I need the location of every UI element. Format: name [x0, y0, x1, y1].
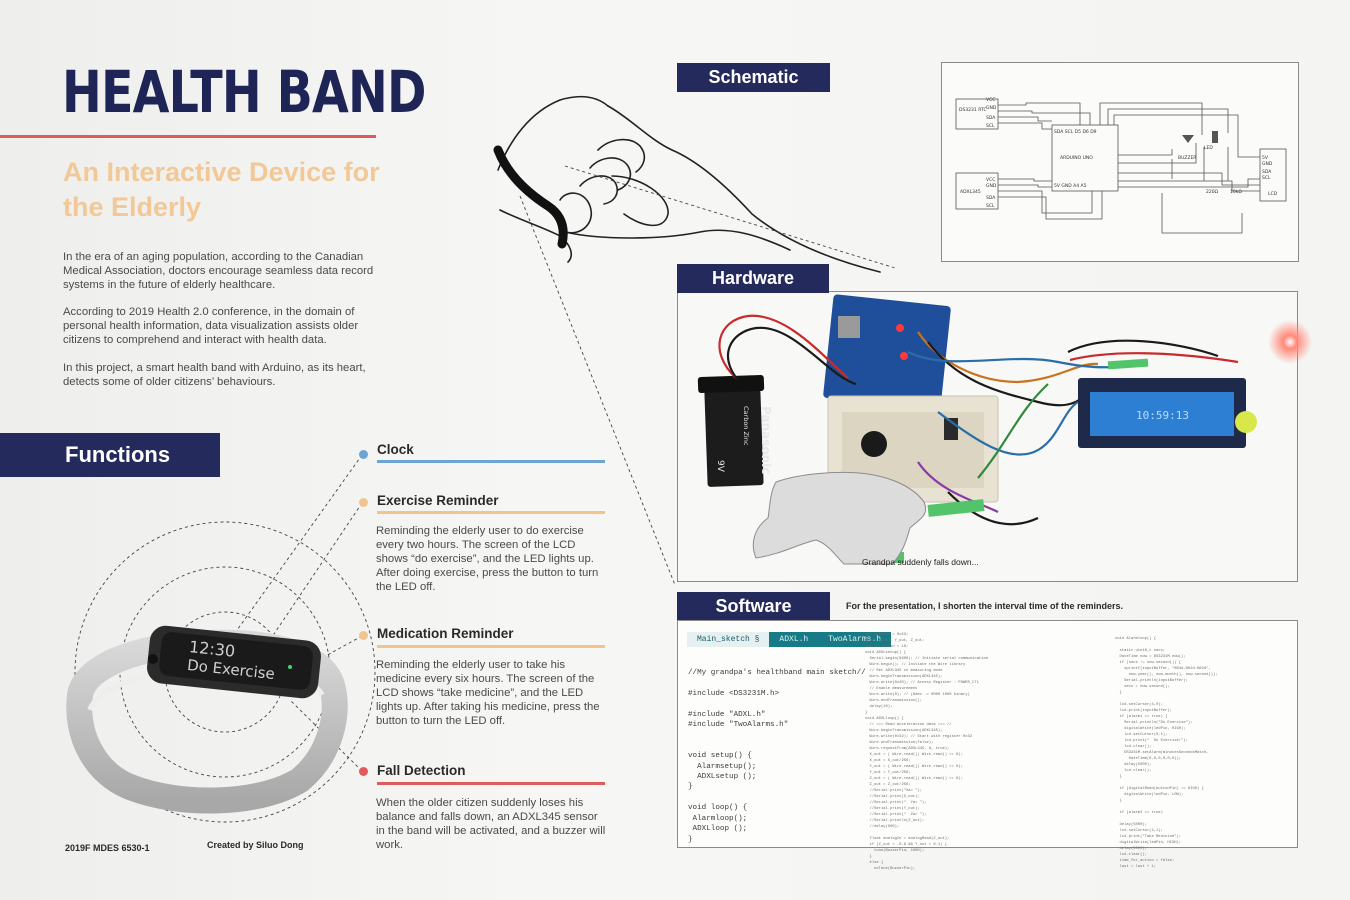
- code-line: void setup() {: [688, 752, 752, 761]
- author-credit: Created by Siluo Dong: [207, 840, 304, 850]
- code-line: }: [688, 783, 693, 792]
- tab-twoalarms[interactable]: TwoAlarms.h: [828, 635, 882, 644]
- code-line: Alarmsetup();: [688, 762, 757, 771]
- code-line: ADXLloop ();: [688, 825, 748, 834]
- code-line: #include <DS3231M.h>: [688, 689, 780, 698]
- intro-paragraph-2: According to 2019 Health 2.0 conference,…: [63, 306, 359, 346]
- hardware-photo: Panasonic Carbon Zinc 9V 10:59:13: [697, 294, 1312, 567]
- alarm-code-column: void Alarmloop() { static uint8_t secs; …: [1115, 637, 1218, 869]
- resistor-220-label: 220Ω: [1206, 189, 1219, 195]
- buzzer-component: [861, 431, 887, 457]
- code-line: Alarmloop();: [688, 814, 748, 823]
- lcd-pin-gnd: GND: [1262, 161, 1273, 167]
- title-divider: [0, 135, 376, 138]
- resistor-10k-label: 10kΩ: [1230, 189, 1242, 195]
- page-subtitle: An Interactive Device for the Elderly: [63, 157, 380, 222]
- lcd-label: LCD: [1268, 191, 1278, 197]
- code-line: #include "ADXL.h": [688, 710, 766, 719]
- arduino-board: [823, 294, 951, 410]
- rtc-label: DS3231 RTC: [959, 107, 987, 113]
- schematic-heading: Schematic: [677, 63, 830, 92]
- arduino-top-pins: SDA SCL D5 D6 D9: [1054, 129, 1097, 135]
- battery-voltage: 9V: [715, 460, 725, 473]
- clock-dot: [359, 450, 368, 459]
- led-light: [1268, 320, 1312, 364]
- clock-rule: [377, 460, 605, 463]
- code-line: //My grandpa's healthband main sketch//: [688, 669, 866, 677]
- rtc-pin-scl: SCL: [986, 123, 995, 129]
- code-tab-bar: Main_sketch § ADXL.h TwoAlarms.h: [687, 632, 892, 647]
- rtc-pin-sda: SDA: [986, 115, 996, 121]
- lcd-pin-sda: SDA: [1262, 169, 1272, 175]
- medication-title: Medication Reminder: [377, 626, 514, 641]
- hardware-heading: Hardware: [677, 264, 829, 293]
- grandpa-cutout: [752, 471, 926, 565]
- code-line: void loop() {: [688, 804, 748, 813]
- accel-pin-sda: SDA: [986, 195, 996, 201]
- accel-pin-gnd: GND: [986, 183, 997, 189]
- rtc-pin-gnd: GND: [986, 105, 997, 111]
- battery-type: Carbon Zinc: [742, 406, 750, 446]
- exercise-dot: [359, 498, 368, 507]
- fall-rule: [377, 782, 605, 785]
- page-title: HEALTH BAND: [62, 58, 426, 126]
- lcd-pin-5v: 5V: [1262, 155, 1269, 161]
- clock-title: Clock: [377, 442, 414, 457]
- schematic-panel: DS3231 RTC ARDUINO UNO SDA SCL D5 D6 D9 …: [941, 62, 1299, 262]
- intro-paragraph-3: In this project, a smart health band wit…: [63, 362, 366, 388]
- accel-label: ADXL345: [960, 189, 981, 195]
- hardware-panel: Panasonic Carbon Zinc 9V 10:59:13: [677, 291, 1312, 582]
- exercise-rule: [377, 511, 605, 514]
- software-heading: Software: [677, 592, 830, 621]
- lcd-time: 10:59:13: [1136, 409, 1189, 422]
- lcd-screen: [1090, 392, 1234, 436]
- fall-dot: [359, 767, 368, 776]
- medication-dot: [359, 631, 368, 640]
- code-line: #include "TwoAlarms.h": [688, 721, 789, 730]
- battery-9v: [704, 389, 764, 487]
- code-line: ADXLsetup ();: [688, 773, 757, 782]
- tennis-ball: [1235, 411, 1257, 433]
- band-time: 12:30: [188, 637, 236, 661]
- presentation-note: For the presentation, I shorten the inte…: [846, 601, 1124, 611]
- software-panel: [677, 620, 1298, 848]
- rtc-pin-vcc: VCC: [986, 97, 995, 103]
- fall-description: When the older citizen suddenly loses hi…: [376, 797, 606, 851]
- tab-adxl[interactable]: ADXL.h: [779, 635, 809, 644]
- medication-description: Reminding the elderly user to take his m…: [376, 659, 600, 727]
- arduino-label: ARDUINO UNO: [1060, 155, 1093, 161]
- main-sketch-code: //My grandpa's healthband main sketch// …: [688, 668, 866, 845]
- functions-heading: Functions: [0, 433, 220, 477]
- buzzer-label: BUZZER: [1178, 155, 1196, 161]
- hardware-caption: Grandpa suddenly falls down...: [862, 557, 979, 567]
- schematic-diagram: DS3231 RTC ARDUINO UNO SDA SCL D5 D6 D9 …: [955, 97, 1287, 234]
- arduino-bottom-pins: 5V GND A4 A5: [1054, 183, 1087, 189]
- exercise-title: Exercise Reminder: [377, 493, 499, 508]
- course-code: 2019F MDES 6530-1: [65, 843, 150, 853]
- code-line: }: [688, 835, 693, 844]
- adxl-code-column: int ADXL345 = 0x53; float X_out, Y_out, …: [865, 633, 989, 871]
- fall-title: Fall Detection: [377, 763, 466, 778]
- accel-pin-scl: SCL: [986, 203, 995, 209]
- exercise-description: Reminding the elderly user to do exercis…: [376, 525, 599, 593]
- intro-paragraph-1: In the era of an aging population, accor…: [63, 251, 374, 291]
- lcd-pin-scl: SCL: [1262, 175, 1271, 181]
- accel-pin-vcc: VCC: [986, 177, 995, 183]
- battery-brand: Panasonic: [759, 406, 773, 474]
- tab-main-sketch[interactable]: Main_sketch §: [687, 632, 770, 647]
- medication-rule: [377, 645, 605, 648]
- smart-band-illustration: 12:30 Do Exercise: [66, 625, 348, 814]
- led-label: LED: [1204, 145, 1213, 151]
